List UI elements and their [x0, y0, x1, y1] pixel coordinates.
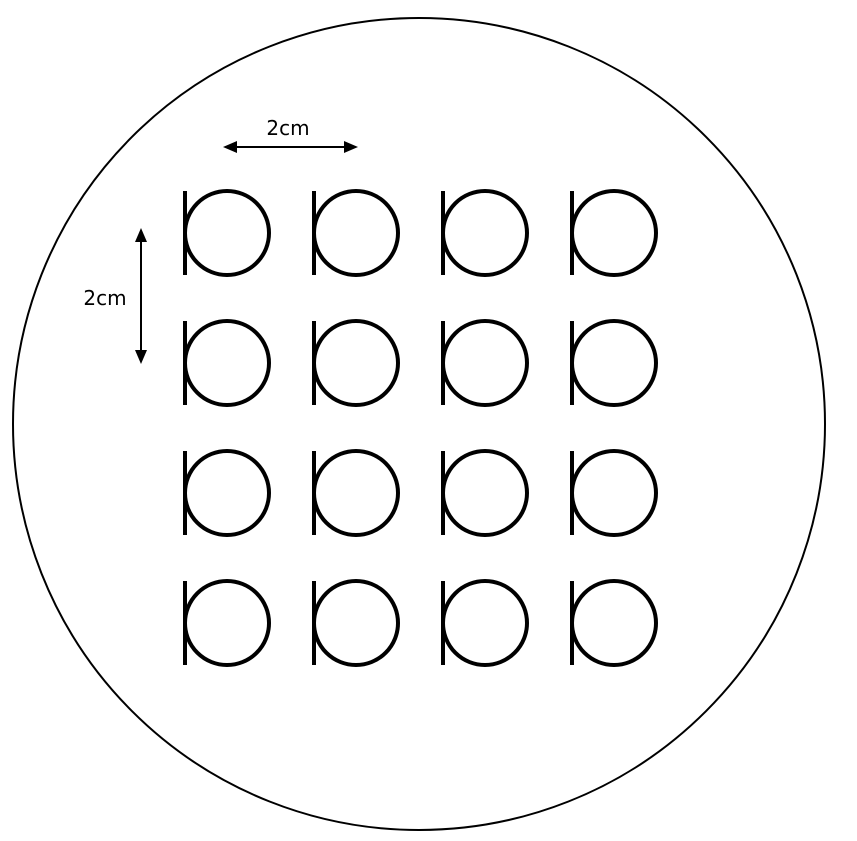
vertical-spacing-dimension: 2cm — [83, 228, 147, 364]
motif-r4-c4 — [570, 579, 658, 667]
motif-r4-c2 — [312, 579, 400, 667]
motif-r1-c2 — [312, 189, 400, 277]
right-arrowhead-icon — [344, 141, 358, 153]
down-arrowhead-icon — [135, 350, 147, 364]
motif-r2-c3 — [441, 319, 529, 407]
motif-r3-c2 — [312, 449, 400, 537]
motif-r3-c1 — [183, 449, 271, 537]
motif-r2-c2 — [312, 319, 400, 407]
outer-disc — [12, 17, 826, 831]
horizontal-spacing-dimension: 2cm — [223, 116, 358, 153]
motif-r4-c1 — [183, 579, 271, 667]
left-arrowhead-icon — [223, 141, 237, 153]
motif-r4-c3 — [441, 579, 529, 667]
motif-r2-c4 — [570, 319, 658, 407]
motif-r1-c4 — [570, 189, 658, 277]
motif-r3-c4 — [570, 449, 658, 537]
up-arrowhead-icon — [135, 228, 147, 242]
motif-grid — [183, 189, 658, 667]
motif-r2-c1 — [183, 319, 271, 407]
motif-r1-c3 — [441, 189, 529, 277]
motif-r3-c3 — [441, 449, 529, 537]
horizontal-spacing-label: 2cm — [266, 116, 309, 140]
motif-r1-c1 — [183, 189, 271, 277]
vertical-spacing-label: 2cm — [83, 286, 126, 310]
